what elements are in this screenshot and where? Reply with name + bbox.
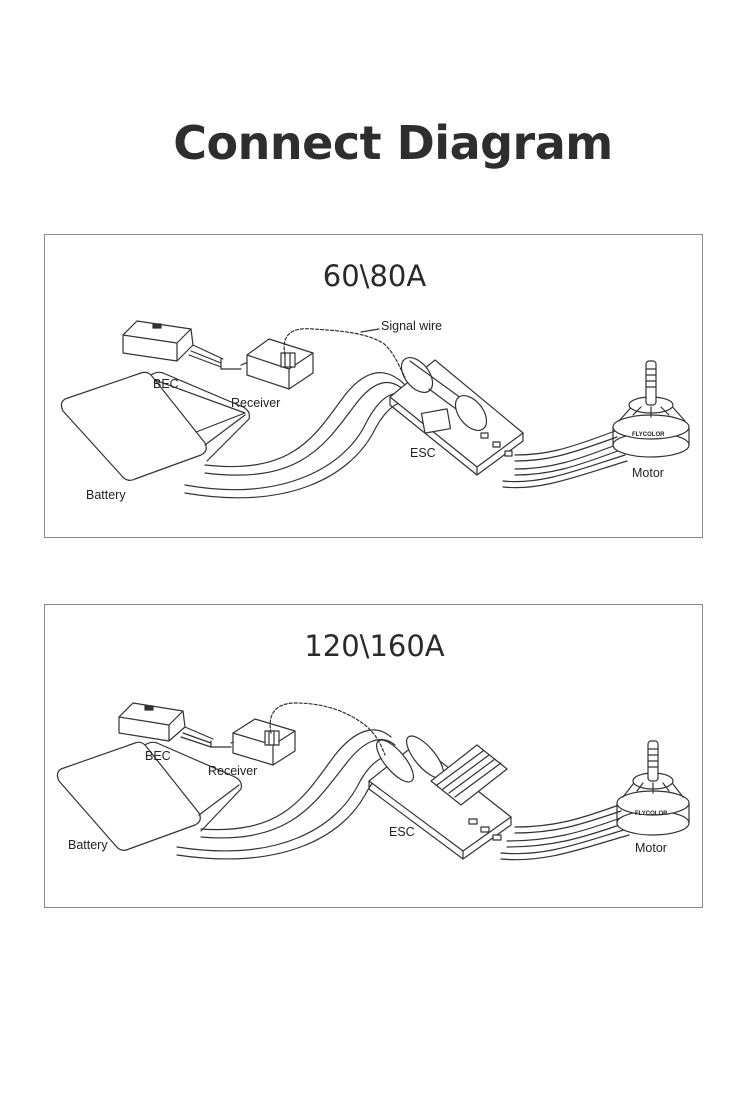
bec-module	[118, 702, 232, 748]
battery-label: Battery	[86, 488, 126, 502]
brushless-motor	[616, 740, 690, 836]
battery-pack	[56, 741, 242, 851]
motor-wires	[502, 430, 628, 489]
diagram-heading: 60\80A	[322, 259, 427, 293]
diagram-panel-120-160a: 120\160A BEC Receiver ESC Motor Battery …	[44, 604, 703, 908]
bec-module	[122, 320, 242, 370]
esc-unit	[389, 356, 524, 476]
wiring-illustration	[60, 320, 690, 499]
battery-label: Battery	[68, 838, 108, 852]
receiver-label: Receiver	[208, 764, 258, 778]
motor-label: Motor	[635, 841, 667, 855]
diagram-heading: 120\160A	[304, 629, 445, 663]
signal-wire	[283, 328, 406, 378]
bec-label: BEC	[153, 377, 179, 391]
power-wires	[184, 372, 420, 499]
signal-wire-label: Signal wire	[381, 319, 443, 333]
signal-wire-leader	[360, 328, 380, 333]
brushless-motor	[612, 360, 690, 458]
battery-pack	[60, 371, 250, 481]
page-title: Connect Diagram	[173, 116, 613, 170]
signal-wire	[269, 702, 386, 756]
motor-brand-text: FLYCOLOR	[632, 432, 665, 438]
receiver-label: Receiver	[231, 396, 281, 410]
motor-label: Motor	[632, 466, 664, 480]
esc-label: ESC	[410, 446, 436, 460]
wiring-illustration	[56, 702, 690, 861]
motor-wires	[500, 804, 630, 861]
receiver-module	[232, 718, 296, 766]
esc-label: ESC	[389, 825, 415, 839]
bec-label: BEC	[145, 749, 171, 763]
motor-brand-text: FLYCOLOR	[635, 811, 668, 817]
esc-unit-heatsink	[368, 735, 512, 860]
receiver-module	[246, 338, 314, 390]
diagram-panel-60-80a: 60\80A Signal wire BEC Receiver ESC Moto…	[44, 234, 703, 538]
